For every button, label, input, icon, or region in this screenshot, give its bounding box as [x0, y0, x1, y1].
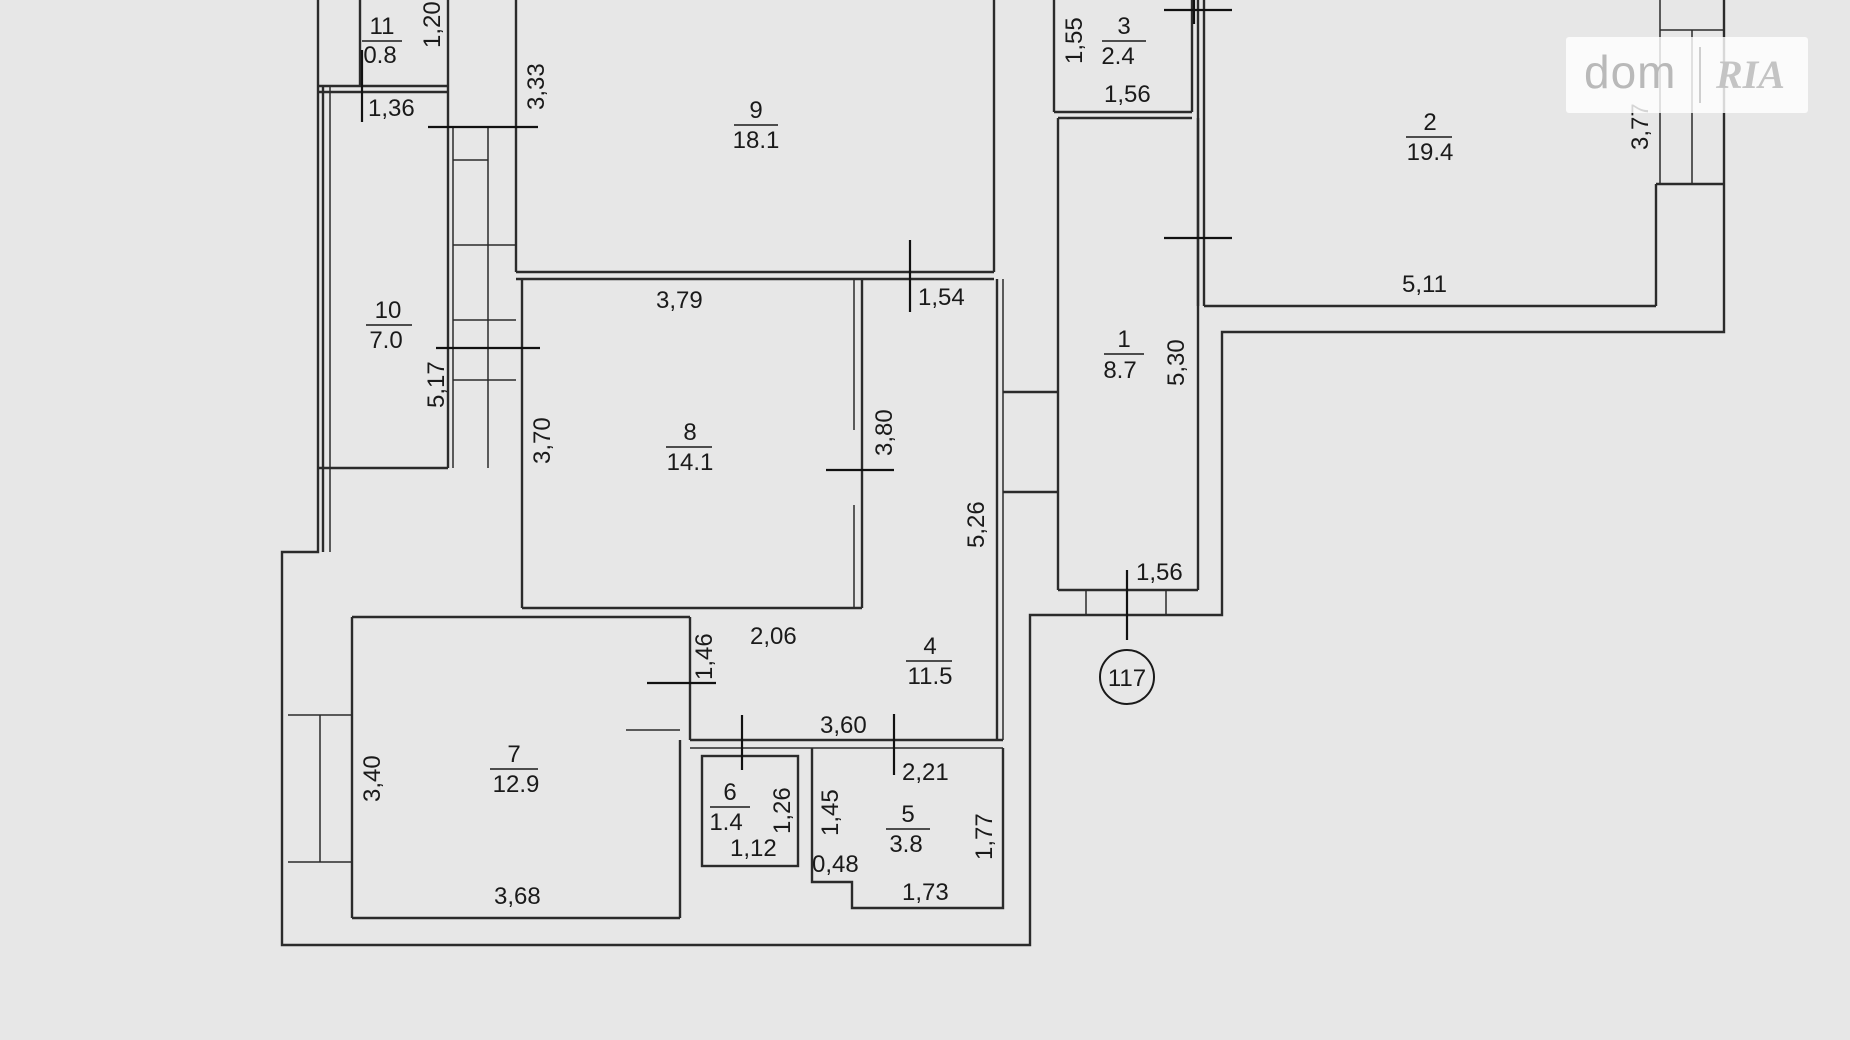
- room-10-label: 107.0: [366, 297, 412, 354]
- dimension-label: 1,12: [730, 835, 777, 862]
- dimension-label: 1,73: [902, 879, 949, 906]
- room-1-label: 18.7: [1103, 326, 1144, 384]
- dimension-label: 3,70: [529, 417, 556, 464]
- dimension-label: 3,40: [359, 755, 386, 802]
- watermark-ria-text: RIA: [1716, 52, 1785, 97]
- dimension-labels: 1,20 1,36 3,33 3,79 1,54 5,17 3,70 3,80 …: [359, 1, 1654, 910]
- dimension-label: 1,45: [817, 789, 844, 836]
- dimension-label: 2,21: [902, 759, 949, 786]
- dimension-label: 1,55: [1061, 17, 1088, 64]
- room-number: 8: [683, 419, 696, 446]
- dimension-label: 1,36: [368, 95, 415, 122]
- room-4-label: 411.5: [906, 633, 952, 690]
- room-number: 11: [370, 13, 395, 40]
- dimension-label: 3,60: [820, 712, 867, 739]
- room-3-label: 32.4: [1101, 13, 1146, 70]
- room-2-label: 219.4: [1406, 109, 1453, 166]
- dimension-label: 1,26: [769, 787, 796, 834]
- room-area: 14.1: [667, 449, 714, 476]
- apartment-number-badge: 117: [1099, 649, 1155, 705]
- dimension-label: 5,11: [1402, 271, 1447, 298]
- dimension-label: 0,48: [812, 851, 859, 878]
- room-area: 19.4: [1407, 139, 1454, 166]
- dimension-label: 5,30: [1163, 339, 1190, 386]
- dimension-label: 5,17: [423, 361, 450, 408]
- dimension-label: 3,79: [656, 287, 703, 314]
- room-number: 2: [1423, 109, 1436, 136]
- dimension-label: 1,54: [918, 284, 965, 311]
- room-area: 18.1: [733, 127, 780, 154]
- room-area: 11.5: [908, 663, 953, 690]
- room-number: 1: [1117, 326, 1130, 353]
- dimension-label: 3,68: [494, 883, 541, 910]
- room-area: 2.4: [1101, 43, 1134, 70]
- dimension-label: 1,20: [419, 1, 446, 48]
- room-area: 3.8: [889, 831, 922, 858]
- room-area: 7.0: [369, 327, 402, 354]
- dimension-label: 1,56: [1104, 81, 1151, 108]
- room-number: 6: [723, 779, 736, 806]
- room-number: 9: [749, 97, 762, 124]
- dimension-label: 1,56: [1136, 559, 1183, 586]
- watermark-divider: [1699, 47, 1701, 103]
- dimension-label: 3,80: [871, 409, 898, 456]
- walls: [280, 0, 1726, 947]
- room-7-label: 712.9: [490, 741, 539, 798]
- room-number: 10: [375, 297, 402, 324]
- room-6-label: 61.4: [709, 779, 750, 836]
- room-11-label: 110.8: [362, 13, 402, 69]
- room-area: 12.9: [493, 771, 540, 798]
- room-area: 1.4: [709, 809, 742, 836]
- room-number: 5: [901, 801, 914, 828]
- room-5-label: 53.8: [886, 801, 930, 858]
- room-number: 4: [923, 633, 936, 660]
- room-area: 8.7: [1103, 357, 1136, 384]
- room-labels: 18.7 219.4 32.4 411.5 53.8 61.4 712.9 81…: [362, 13, 1453, 858]
- dimension-label: 3,33: [523, 63, 550, 110]
- dimension-label: 5,26: [963, 501, 990, 548]
- room-number: 3: [1117, 13, 1130, 40]
- room-number: 7: [507, 741, 520, 768]
- apartment-number: 117: [1108, 665, 1146, 692]
- room-9-label: 918.1: [733, 97, 780, 154]
- domria-watermark: dom RIA: [1566, 37, 1808, 113]
- dimension-label: 2,06: [750, 623, 797, 650]
- watermark-dom-text: dom: [1584, 46, 1677, 98]
- dimension-label: 1,77: [971, 813, 998, 860]
- door-marks: [360, 0, 1232, 775]
- room-8-label: 814.1: [666, 419, 713, 476]
- room-area: 0.8: [363, 42, 396, 69]
- dimension-label: 1,46: [691, 633, 718, 680]
